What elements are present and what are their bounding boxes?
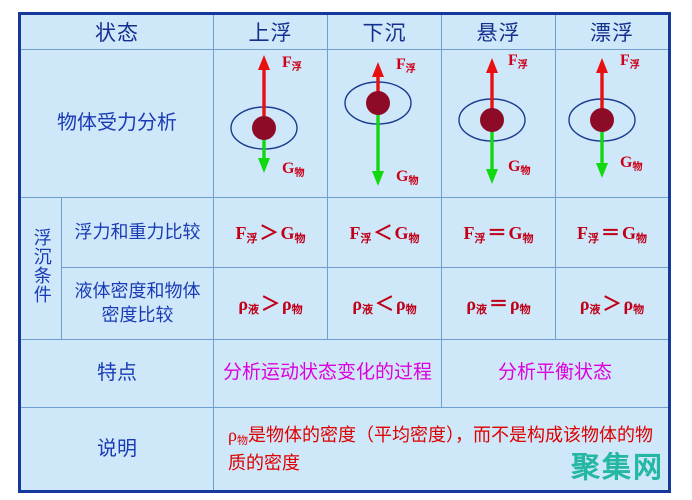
force-diagram-svg-suspended — [458, 58, 526, 184]
header-cell-suspended: 悬浮 — [441, 13, 556, 50]
force-compare-cell-floating-up: F浮＞G物 — [213, 197, 328, 268]
force-diagram-sinking: F浮 G物 — [328, 50, 441, 197]
header-cell-afloat: 漂浮 — [555, 13, 670, 50]
force-compare-cell-suspended: F浮＝G物 — [441, 197, 556, 268]
force-analysis-label-cell: 物体受力分析 — [19, 49, 214, 198]
force-compare-cell-afloat: F浮＝G物 — [555, 197, 670, 268]
force-diagram-cell-floating-up: F浮 G物 — [213, 49, 328, 198]
force-diagram-afloat: F浮 G物 — [556, 50, 668, 197]
force-diagram-svg-sinking — [344, 62, 412, 186]
density-compare-cell-afloat: ρ液＞ρ物 — [555, 267, 670, 340]
buoyancy-arrow-head-icon — [596, 58, 608, 73]
features-label-cell: 特点 — [19, 339, 214, 408]
features-equilibrium-text: 分析平衡状态 — [497, 362, 612, 384]
gravity-arrow-head-icon — [596, 163, 608, 178]
formula-density-suspended: ρ液＝ρ物 — [466, 294, 531, 317]
explanation-label-cell: 说明 — [19, 407, 214, 492]
table-header-row: 状态 上浮 下沉 悬浮 漂浮 — [19, 13, 670, 50]
density-compare-cell-suspended: ρ液＝ρ物 — [441, 267, 556, 340]
density-compare-row: 液体密度和物体密度比较 ρ液＞ρ物 ρ液＜ρ物 ρ液＝ρ物 ρ液＞ρ物 — [20, 267, 670, 340]
density-compare-label: 液体密度和物体密度比较 — [74, 281, 201, 325]
force-compare-label-cell: 浮力和重力比较 — [61, 197, 214, 268]
buoyancy-arrow-head-icon — [372, 62, 384, 77]
gravity-label-sub: 物 — [632, 162, 643, 173]
formula-force-suspended: F浮＝G物 — [463, 223, 534, 246]
buoyancy-label-suspended: F浮 — [508, 52, 528, 71]
object-ball-icon — [590, 108, 614, 132]
explanation-text-cell: ρ物是物体的密度（平均密度），而不是构成该物体的物质的密度 — [213, 407, 670, 492]
force-analysis-label: 物体受力分析 — [57, 112, 177, 134]
buoyancy-label-sub: 浮 — [629, 60, 640, 71]
gravity-label-afloat: G物 — [620, 154, 643, 173]
header-label-state: 状态 — [95, 21, 139, 45]
features-equilibrium-cell: 分析平衡状态 — [441, 339, 670, 408]
header-label-floating-up: 上浮 — [248, 21, 293, 45]
formula-density-floating-up: ρ液＞ρ物 — [238, 294, 303, 317]
force-compare-cell-sinking: F浮＜G物 — [327, 197, 442, 268]
buoyancy-label-sub: 浮 — [291, 62, 302, 73]
gravity-arrow-head-icon — [486, 169, 498, 184]
features-row: 特点 分析运动状态变化的过程 分析平衡状态 — [19, 339, 670, 408]
buoyancy-label-afloat: F浮 — [620, 52, 640, 71]
force-diagram-cell-suspended: F浮 G物 — [441, 49, 556, 198]
buoyancy-label-sub: 浮 — [405, 64, 416, 75]
force-diagram-suspended: F浮 G物 — [442, 50, 555, 197]
header-label-sinking: 下沉 — [362, 21, 407, 45]
gravity-label-sub: 物 — [520, 166, 531, 177]
object-ball-icon — [480, 108, 504, 132]
features-dynamic-cell: 分析运动状态变化的过程 — [213, 339, 442, 408]
gravity-label-sub: 物 — [294, 168, 305, 179]
buoyancy-label-floating-up: F浮 — [282, 54, 302, 73]
force-diagram-cell-sinking: F浮 G物 — [327, 49, 442, 198]
header-cell-sinking: 下沉 — [327, 13, 442, 50]
gravity-label-sub: 物 — [408, 176, 419, 187]
force-diagram-floating-up: F浮 G物 — [214, 50, 327, 197]
buoyancy-label-sub: 浮 — [517, 60, 528, 71]
force-compare-label: 浮力和重力比较 — [74, 221, 201, 242]
formula-density-sinking: ρ液＜ρ物 — [352, 294, 417, 317]
header-cell-state: 状态 — [19, 13, 214, 50]
gravity-arrow-head-icon — [372, 171, 384, 186]
features-dynamic-text: 分析运动状态变化的过程 — [222, 362, 432, 384]
formula-force-sinking: F浮＜G物 — [349, 223, 420, 246]
force-diagram-svg-floating-up — [230, 55, 298, 173]
header-cell-floating-up: 上浮 — [213, 13, 328, 50]
object-ball-icon — [252, 116, 276, 140]
features-label: 特点 — [97, 362, 137, 384]
object-ball-icon — [366, 91, 390, 115]
header-label-suspended: 悬浮 — [476, 21, 521, 45]
density-compare-cell-sinking: ρ液＜ρ物 — [327, 267, 442, 340]
formula-force-floating-up: F浮＞G物 — [235, 223, 306, 246]
gravity-label-suspended: G物 — [508, 158, 531, 177]
gravity-label-sinking: G物 — [396, 168, 419, 187]
force-diagram-cell-afloat: F浮 G物 — [555, 49, 670, 198]
condition-group-label-cell: 浮沉条件 — [19, 197, 62, 340]
condition-group-label: 浮沉条件 — [31, 228, 52, 304]
gravity-label-floating-up: G物 — [282, 160, 305, 179]
header-label-afloat: 漂浮 — [590, 21, 634, 45]
explanation-text: ρ物是物体的密度（平均密度），而不是构成该物体的物质的密度 — [228, 424, 653, 473]
force-compare-row: 浮沉条件 浮力和重力比较 F浮＞G物 F浮＜G物 F浮＝G物 F浮＝G物 — [19, 197, 670, 340]
explanation-label: 说明 — [97, 437, 137, 460]
buoyancy-arrow-head-icon — [258, 55, 270, 70]
density-compare-cell-floating-up: ρ液＞ρ物 — [213, 267, 328, 340]
formula-density-afloat: ρ液＞ρ物 — [579, 294, 645, 317]
formula-force-afloat: F浮＝G物 — [576, 223, 648, 246]
density-compare-label-cell: 液体密度和物体密度比较 — [61, 267, 214, 340]
buoyancy-arrow-head-icon — [486, 58, 498, 73]
buoyancy-conditions-table: 状态 上浮 下沉 悬浮 漂浮 物体受力分析 — [18, 12, 671, 493]
explanation-row: 说明 ρ物是物体的密度（平均密度），而不是构成该物体的物质的密度 — [19, 407, 670, 492]
gravity-arrow-head-icon — [258, 158, 270, 173]
buoyancy-label-sinking: F浮 — [396, 56, 416, 75]
force-diagram-svg-afloat — [568, 58, 636, 178]
force-analysis-row: 物体受力分析 F浮 G物 — [19, 49, 670, 198]
